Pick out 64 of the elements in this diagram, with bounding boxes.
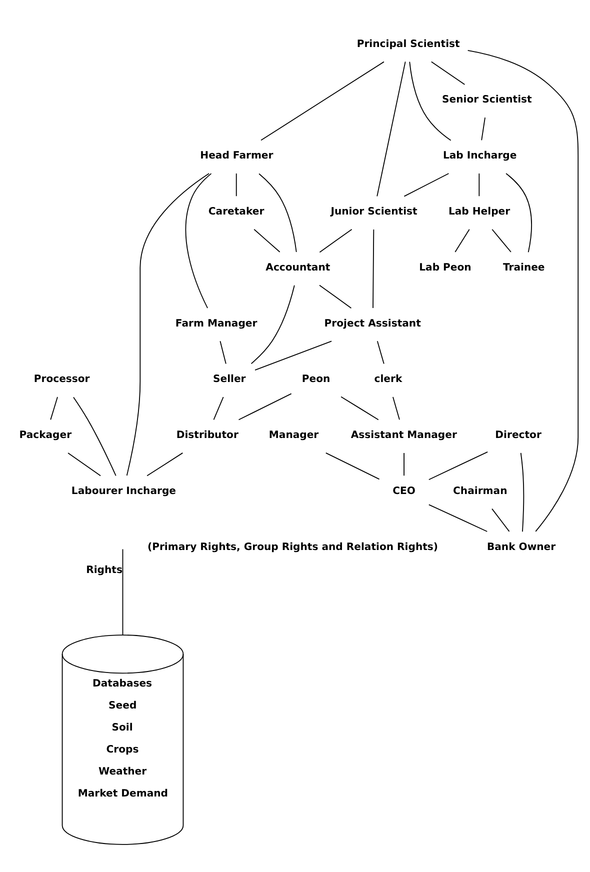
connector [372, 228, 374, 308]
connector [236, 172, 237, 196]
connector [430, 60, 466, 84]
connector [428, 504, 488, 532]
connector [409, 60, 452, 140]
node-text: Trainee [502, 262, 545, 273]
connector [376, 340, 384, 364]
node-text: Lab Peon [419, 262, 472, 273]
node-text: Manager [268, 430, 319, 441]
connector [376, 60, 406, 196]
connector [254, 340, 332, 370]
connector [68, 452, 101, 476]
node-text: CEO [392, 485, 416, 496]
connector [213, 396, 224, 420]
node-text: Lab Helper [448, 206, 510, 217]
connector [319, 228, 352, 252]
connector [404, 172, 450, 196]
node-text: Chairman [453, 485, 508, 496]
connector [506, 172, 532, 252]
connector [478, 172, 480, 196]
connector [492, 508, 510, 532]
node-text: Distributor [176, 430, 238, 441]
connector [492, 228, 512, 252]
node-text: Principal Scientist [356, 38, 460, 50]
node-text: Processor [34, 374, 90, 385]
label: (Primary Rights, Group Rights and Relation Rights) [147, 541, 438, 552]
node-text: Assistant Manager [350, 430, 457, 441]
node-text: Lab Incharge [442, 150, 517, 162]
connector [481, 116, 486, 140]
connector [260, 60, 384, 140]
node-text: Senior Scientist [442, 94, 532, 106]
connector [258, 172, 297, 252]
connector [254, 228, 280, 252]
connector [146, 452, 184, 476]
connector [520, 452, 524, 532]
connector [340, 396, 379, 420]
connector [126, 172, 210, 476]
node-text: Junior Scientist [330, 206, 418, 217]
connector [428, 450, 488, 480]
node-text: Director [495, 430, 542, 441]
node-text: Peon [302, 374, 330, 385]
node-text: clerk [374, 374, 402, 385]
connector [319, 284, 352, 308]
node-text: Project Assistant [324, 318, 421, 329]
connector [392, 396, 400, 420]
connector [250, 284, 295, 364]
node-text: Bank Owner [486, 541, 556, 552]
connector [73, 396, 116, 476]
node-text: Head Farmer [200, 150, 274, 162]
node-text: Farm Manager [175, 318, 258, 329]
node-text: Labourer Incharge [71, 485, 176, 496]
node-text: Seller [213, 374, 246, 385]
node-text: Accountant [266, 262, 330, 273]
connector [220, 340, 226, 364]
connector [238, 392, 292, 420]
connector [467, 49, 579, 532]
node-text: Packager [19, 430, 72, 441]
connector [454, 228, 470, 252]
connector [122, 548, 124, 635]
edge-label: Rights [86, 564, 122, 576]
connector [50, 396, 58, 420]
connector [185, 172, 212, 308]
connector [325, 452, 380, 480]
node-text: Caretaker [208, 206, 264, 217]
